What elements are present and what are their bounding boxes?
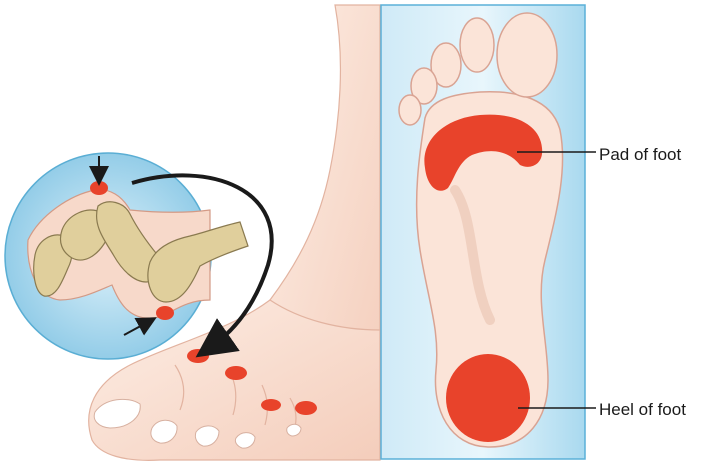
zoom-pressure-spot-bottom bbox=[156, 306, 174, 320]
heel-of-foot-area bbox=[446, 354, 530, 442]
toe-pressure-spot-2 bbox=[225, 366, 247, 380]
sole-toe-2 bbox=[460, 18, 494, 72]
sole-toe-5 bbox=[399, 95, 421, 125]
sole-toe-big bbox=[497, 13, 557, 97]
toe-pressure-spot-1 bbox=[187, 349, 209, 363]
zoom-pressure-spot-top bbox=[90, 181, 108, 195]
toe-joint-zoom bbox=[5, 153, 248, 359]
toe-pressure-spot-3 bbox=[261, 399, 281, 411]
heel-of-foot-label: Heel of foot bbox=[599, 401, 686, 418]
pad-of-foot-label: Pad of foot bbox=[599, 146, 681, 163]
sole-panel bbox=[381, 5, 596, 459]
toe-pressure-spot-4 bbox=[295, 401, 317, 415]
